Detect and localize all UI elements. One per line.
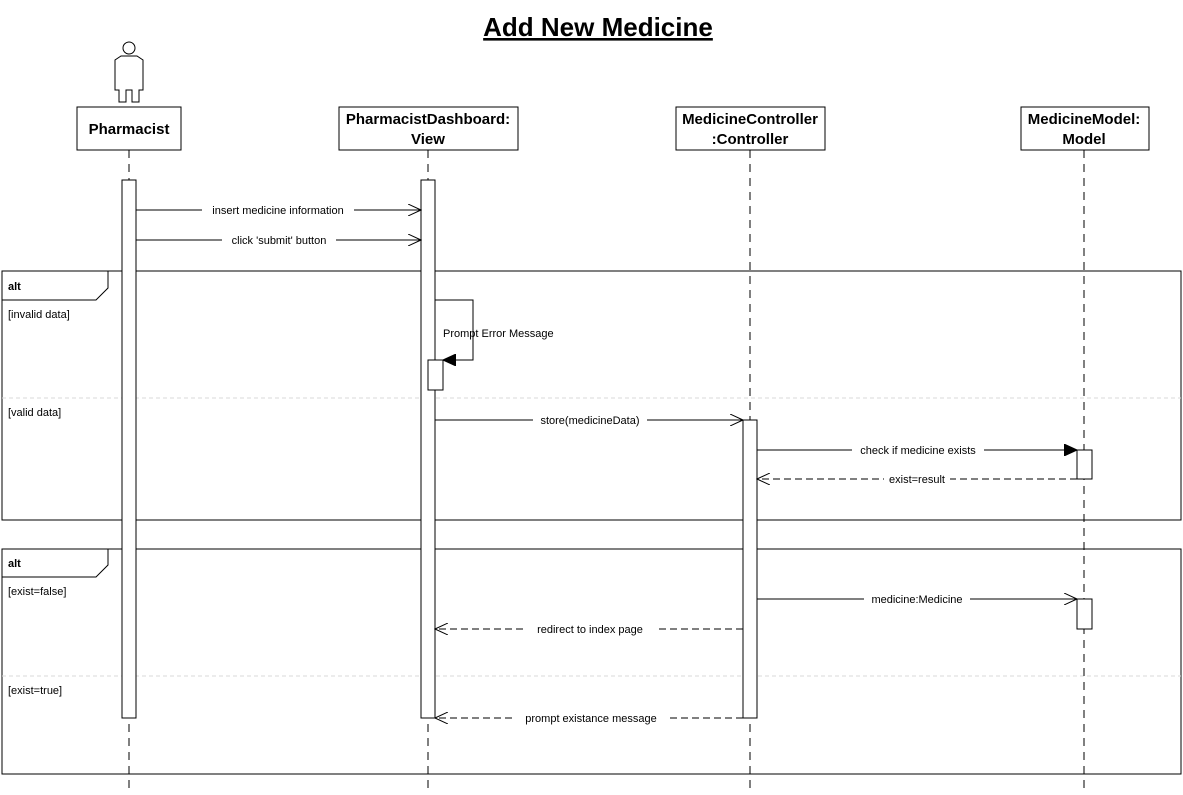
activation-bar-dashboard-view [420,179,436,719]
activation-bar-model-create [1076,598,1093,630]
message-label: prompt existance message [525,713,656,725]
actor-label: Pharmacist [89,121,170,138]
guard-valid-data: [valid data] [8,407,61,419]
guard-exist-true: [exist=true] [8,685,62,697]
lifeline-header-dashboard-view: PharmacistDashboard: View [338,106,519,151]
message-label: store(medicineData) [540,415,639,427]
message-prompt-existance-return: prompt existance message [435,711,743,725]
alt-fragment-1: alt [invalid data] [valid data] [1,270,1182,521]
message-label: click 'submit' button [232,235,327,247]
fragment-operator-label: alt [8,281,21,293]
activation-bar-medicine-controller [742,419,758,719]
fragment-operator-label: alt [8,558,21,570]
activation-bar-self-call [427,359,444,391]
lifeline-type: Model [1062,131,1105,148]
lifeline-header-pharmacist: Pharmacist [76,106,182,151]
message-label: check if medicine exists [860,445,976,457]
message-label: insert medicine information [212,205,343,217]
diagram-title: Add New Medicine [483,12,713,42]
message-label: medicine:Medicine [871,594,962,606]
guard-exist-false: [exist=false] [8,586,66,598]
message-store-medicine-data: store(medicineData) [435,413,743,427]
message-prompt-error-self: Prompt Error Message [435,299,554,360]
message-label: exist=result [889,474,945,486]
message-check-medicine-exists: check if medicine exists [757,443,1077,457]
pharmacist-actor-icon [114,41,144,103]
alt-fragment-2: alt [exist=false] [exist=true] [1,548,1182,775]
lifeline-name: MedicineModel: [1028,111,1141,128]
guard-invalid-data: [invalid data] [8,309,70,321]
activation-bar-model-check [1076,449,1093,480]
message-click-submit: click 'submit' button [136,233,421,247]
lifeline-type: :Controller [712,131,789,148]
message-insert-medicine-info: insert medicine information [136,203,421,217]
lifeline-name: MedicineController [682,111,818,128]
fragment-operator-tab [2,270,109,301]
message-exist-result-return: exist=result [757,472,1077,486]
fragment-operator-tab [2,548,109,578]
message-label: Prompt Error Message [443,328,554,340]
lifeline-type: View [411,131,445,148]
lifeline-name: PharmacistDashboard: [346,111,510,128]
message-label: redirect to index page [537,624,643,636]
message-medicine-create: medicine:Medicine [757,592,1077,606]
lifeline-header-medicine-controller: MedicineController :Controller [675,106,826,151]
lifeline-header-medicine-model: MedicineModel: Model [1020,106,1150,151]
message-redirect-index-return: redirect to index page [435,622,743,636]
activation-bar-pharmacist [121,179,137,719]
